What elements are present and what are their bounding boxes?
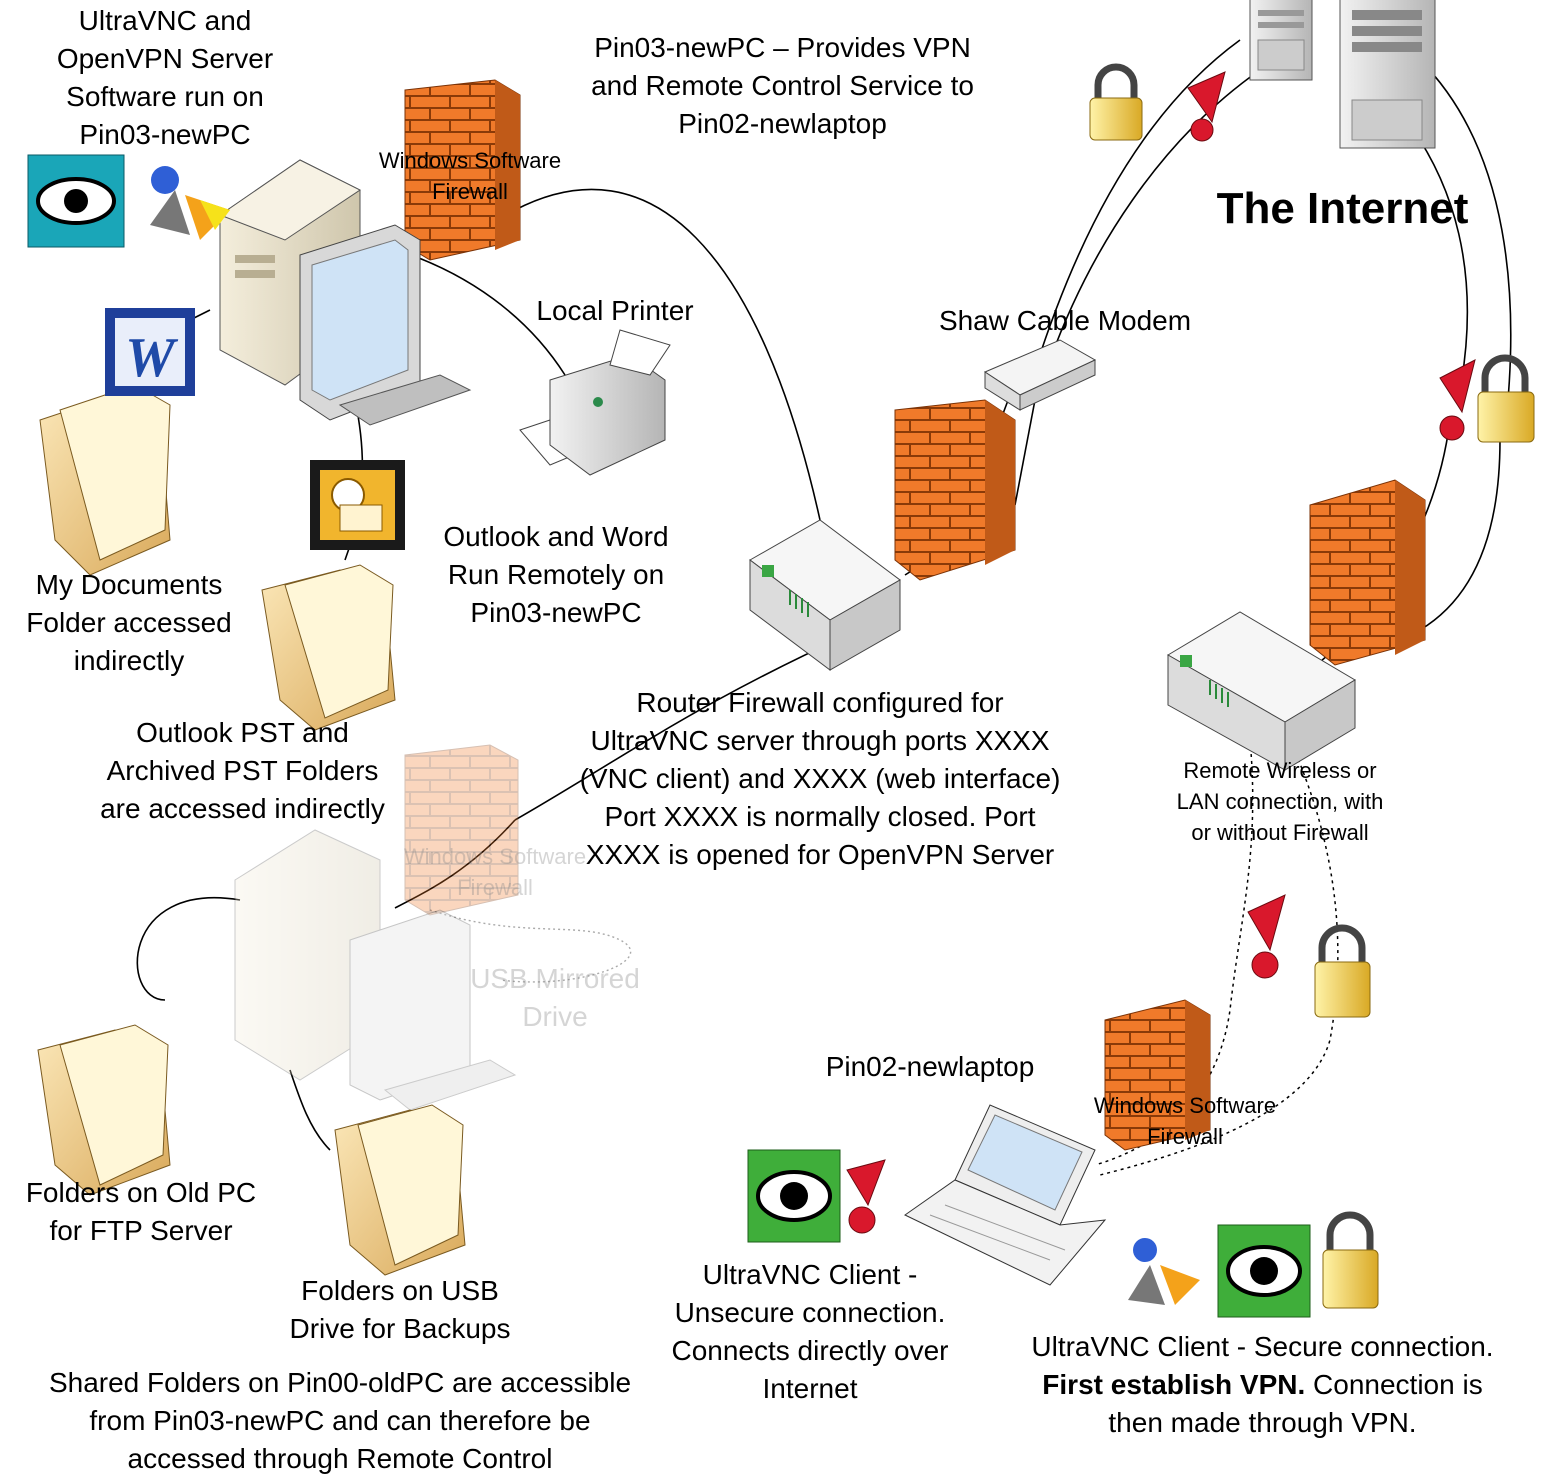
network-icon xyxy=(1128,1238,1200,1305)
folder-icon xyxy=(39,384,171,576)
folder-icon xyxy=(261,564,396,731)
link-modem-internet-1 xyxy=(1034,39,1241,371)
svg-text:W: W xyxy=(125,327,179,389)
router-icon xyxy=(1167,611,1356,771)
firewall-icon xyxy=(894,399,1016,581)
dotted-links xyxy=(1094,739,1339,1176)
link-modem-internet-2 xyxy=(1049,69,1261,361)
warning-icon xyxy=(846,1159,886,1234)
label-client-secure-bold: First establish VPN. xyxy=(1042,1369,1306,1400)
lock-icon xyxy=(1322,1211,1379,1309)
link-firewall-router xyxy=(514,188,821,521)
dotted-link-secure xyxy=(1099,739,1339,1176)
eye-icon xyxy=(747,1149,841,1243)
folder-icon xyxy=(334,1104,466,1276)
printer-icon xyxy=(519,329,671,476)
word-icon: W xyxy=(105,308,195,396)
warning-icon xyxy=(1439,359,1476,441)
warning-icon xyxy=(1187,71,1226,142)
firewall-icon xyxy=(404,79,521,261)
lock-icon xyxy=(1089,63,1143,141)
lock-icon xyxy=(1314,924,1371,1018)
modem-icon xyxy=(983,339,1097,411)
link-firewall-modem-2 xyxy=(1014,399,1036,506)
label-internet: The Internet xyxy=(1216,184,1469,233)
eye-icon xyxy=(27,154,125,248)
warning-icon xyxy=(1247,894,1286,979)
link-internet-right-2 xyxy=(1419,59,1512,431)
label-laptop: Pin02-newlaptop xyxy=(825,1051,1035,1082)
folder-icon xyxy=(37,1024,171,1196)
label-cable-modem: Shaw Cable Modem xyxy=(938,305,1192,336)
label-client-secure-rest: Connection is xyxy=(1305,1369,1483,1400)
label-client-unsecure: UltraVNC Client -Unsecure connection. Co… xyxy=(671,1259,949,1404)
eye-icon xyxy=(1217,1224,1311,1318)
link-oldpc-folder-ftp xyxy=(136,897,241,1001)
router-icon xyxy=(749,519,901,671)
laptop-icon xyxy=(904,1104,1107,1286)
firewall-icon xyxy=(1104,999,1211,1151)
firewall-icon xyxy=(1309,479,1426,666)
server-icon xyxy=(1249,0,1313,81)
link-oldpc-folder-usb xyxy=(289,1069,331,1151)
link-internet-router2-b xyxy=(1419,439,1501,631)
lock-icon xyxy=(1477,354,1535,443)
label-shared-folders: Shared Folders on Pin00-oldPC are access… xyxy=(48,1367,632,1474)
outlook-icon xyxy=(310,460,405,550)
desktop-pc-icon xyxy=(234,829,517,1111)
network-icon xyxy=(150,166,230,240)
label-client-secure: UltraVNC Client - Secure connection. Fir… xyxy=(1031,1331,1494,1438)
label-local-printer: Local Printer xyxy=(536,295,694,326)
desktop-pc-icon xyxy=(218,159,472,426)
firewall-icon xyxy=(404,744,519,916)
server-icon xyxy=(1339,0,1436,149)
link-router-oldpc xyxy=(514,624,871,821)
